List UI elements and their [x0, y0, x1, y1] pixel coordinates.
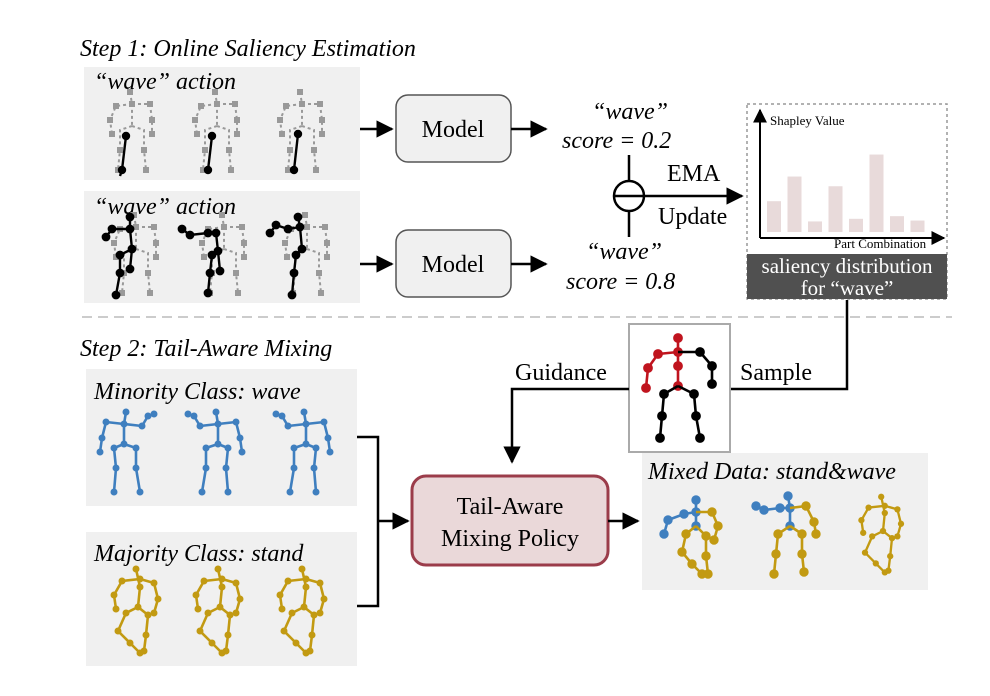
- step2-title: Step 2: Tail-Aware Mixing: [80, 336, 332, 362]
- mixed-label: Mixed Data: stand&wave: [647, 459, 896, 485]
- sampled-skeleton-box: [628, 323, 731, 453]
- chart-xlabel: Part Combination: [834, 236, 927, 251]
- saliency-bar: [808, 221, 822, 232]
- row1-skeletons: [106, 88, 326, 177]
- sample-line: [730, 300, 849, 391]
- score2-value: score = 0.8: [566, 269, 675, 295]
- mixed-skeletons: [659, 491, 906, 579]
- saliency-chart: Shapley Value Part Combination saliency …: [746, 103, 948, 300]
- minority-panel: [86, 369, 357, 506]
- saliency-bar: [828, 186, 843, 232]
- row1-panel: [84, 67, 360, 180]
- minority-label: Minority Class: wave: [93, 379, 301, 405]
- score2-class: “wave”: [586, 239, 662, 265]
- ema-operator: [612, 155, 646, 237]
- ema-label: EMA: [667, 161, 721, 187]
- mixing-policy-box: Tail-Aware Mixing Policy: [410, 474, 610, 567]
- policy-line2: Mixing Policy: [441, 526, 579, 552]
- update-label: Update: [658, 204, 727, 230]
- model-box-2: Model: [395, 229, 512, 298]
- majority-label: Majority Class: stand: [93, 541, 304, 567]
- model-box-1: Model: [395, 94, 512, 163]
- row2-skeletons: [101, 211, 331, 300]
- guidance-arrow: [503, 387, 629, 464]
- chart-bars: [767, 154, 925, 232]
- saliency-bar: [890, 216, 904, 232]
- saliency-bar: [910, 220, 925, 232]
- chart-ylabel: Shapley Value: [770, 113, 845, 128]
- score1-value: score = 0.2: [562, 128, 671, 154]
- score1-class: “wave”: [592, 99, 668, 125]
- input-bracket: [357, 435, 380, 608]
- policy-line1: Tail-Aware: [457, 494, 564, 520]
- guidance-label: Guidance: [515, 360, 607, 386]
- sample-label: Sample: [740, 360, 812, 386]
- saliency-bar: [849, 218, 863, 232]
- chart-caption-line2: for “wave”: [801, 276, 894, 300]
- step1-title: Step 1: Online Saliency Estimation: [80, 36, 416, 62]
- model-label-1: Model: [422, 117, 485, 143]
- saliency-bar: [787, 176, 802, 232]
- chart-caption-bg: [747, 254, 947, 299]
- row2-caption: “wave” action: [94, 194, 236, 220]
- saliency-bar: [869, 154, 884, 232]
- model-label-2: Model: [422, 252, 485, 278]
- chart-caption-line1: saliency distribution: [762, 254, 933, 278]
- saliency-bar: [767, 201, 781, 232]
